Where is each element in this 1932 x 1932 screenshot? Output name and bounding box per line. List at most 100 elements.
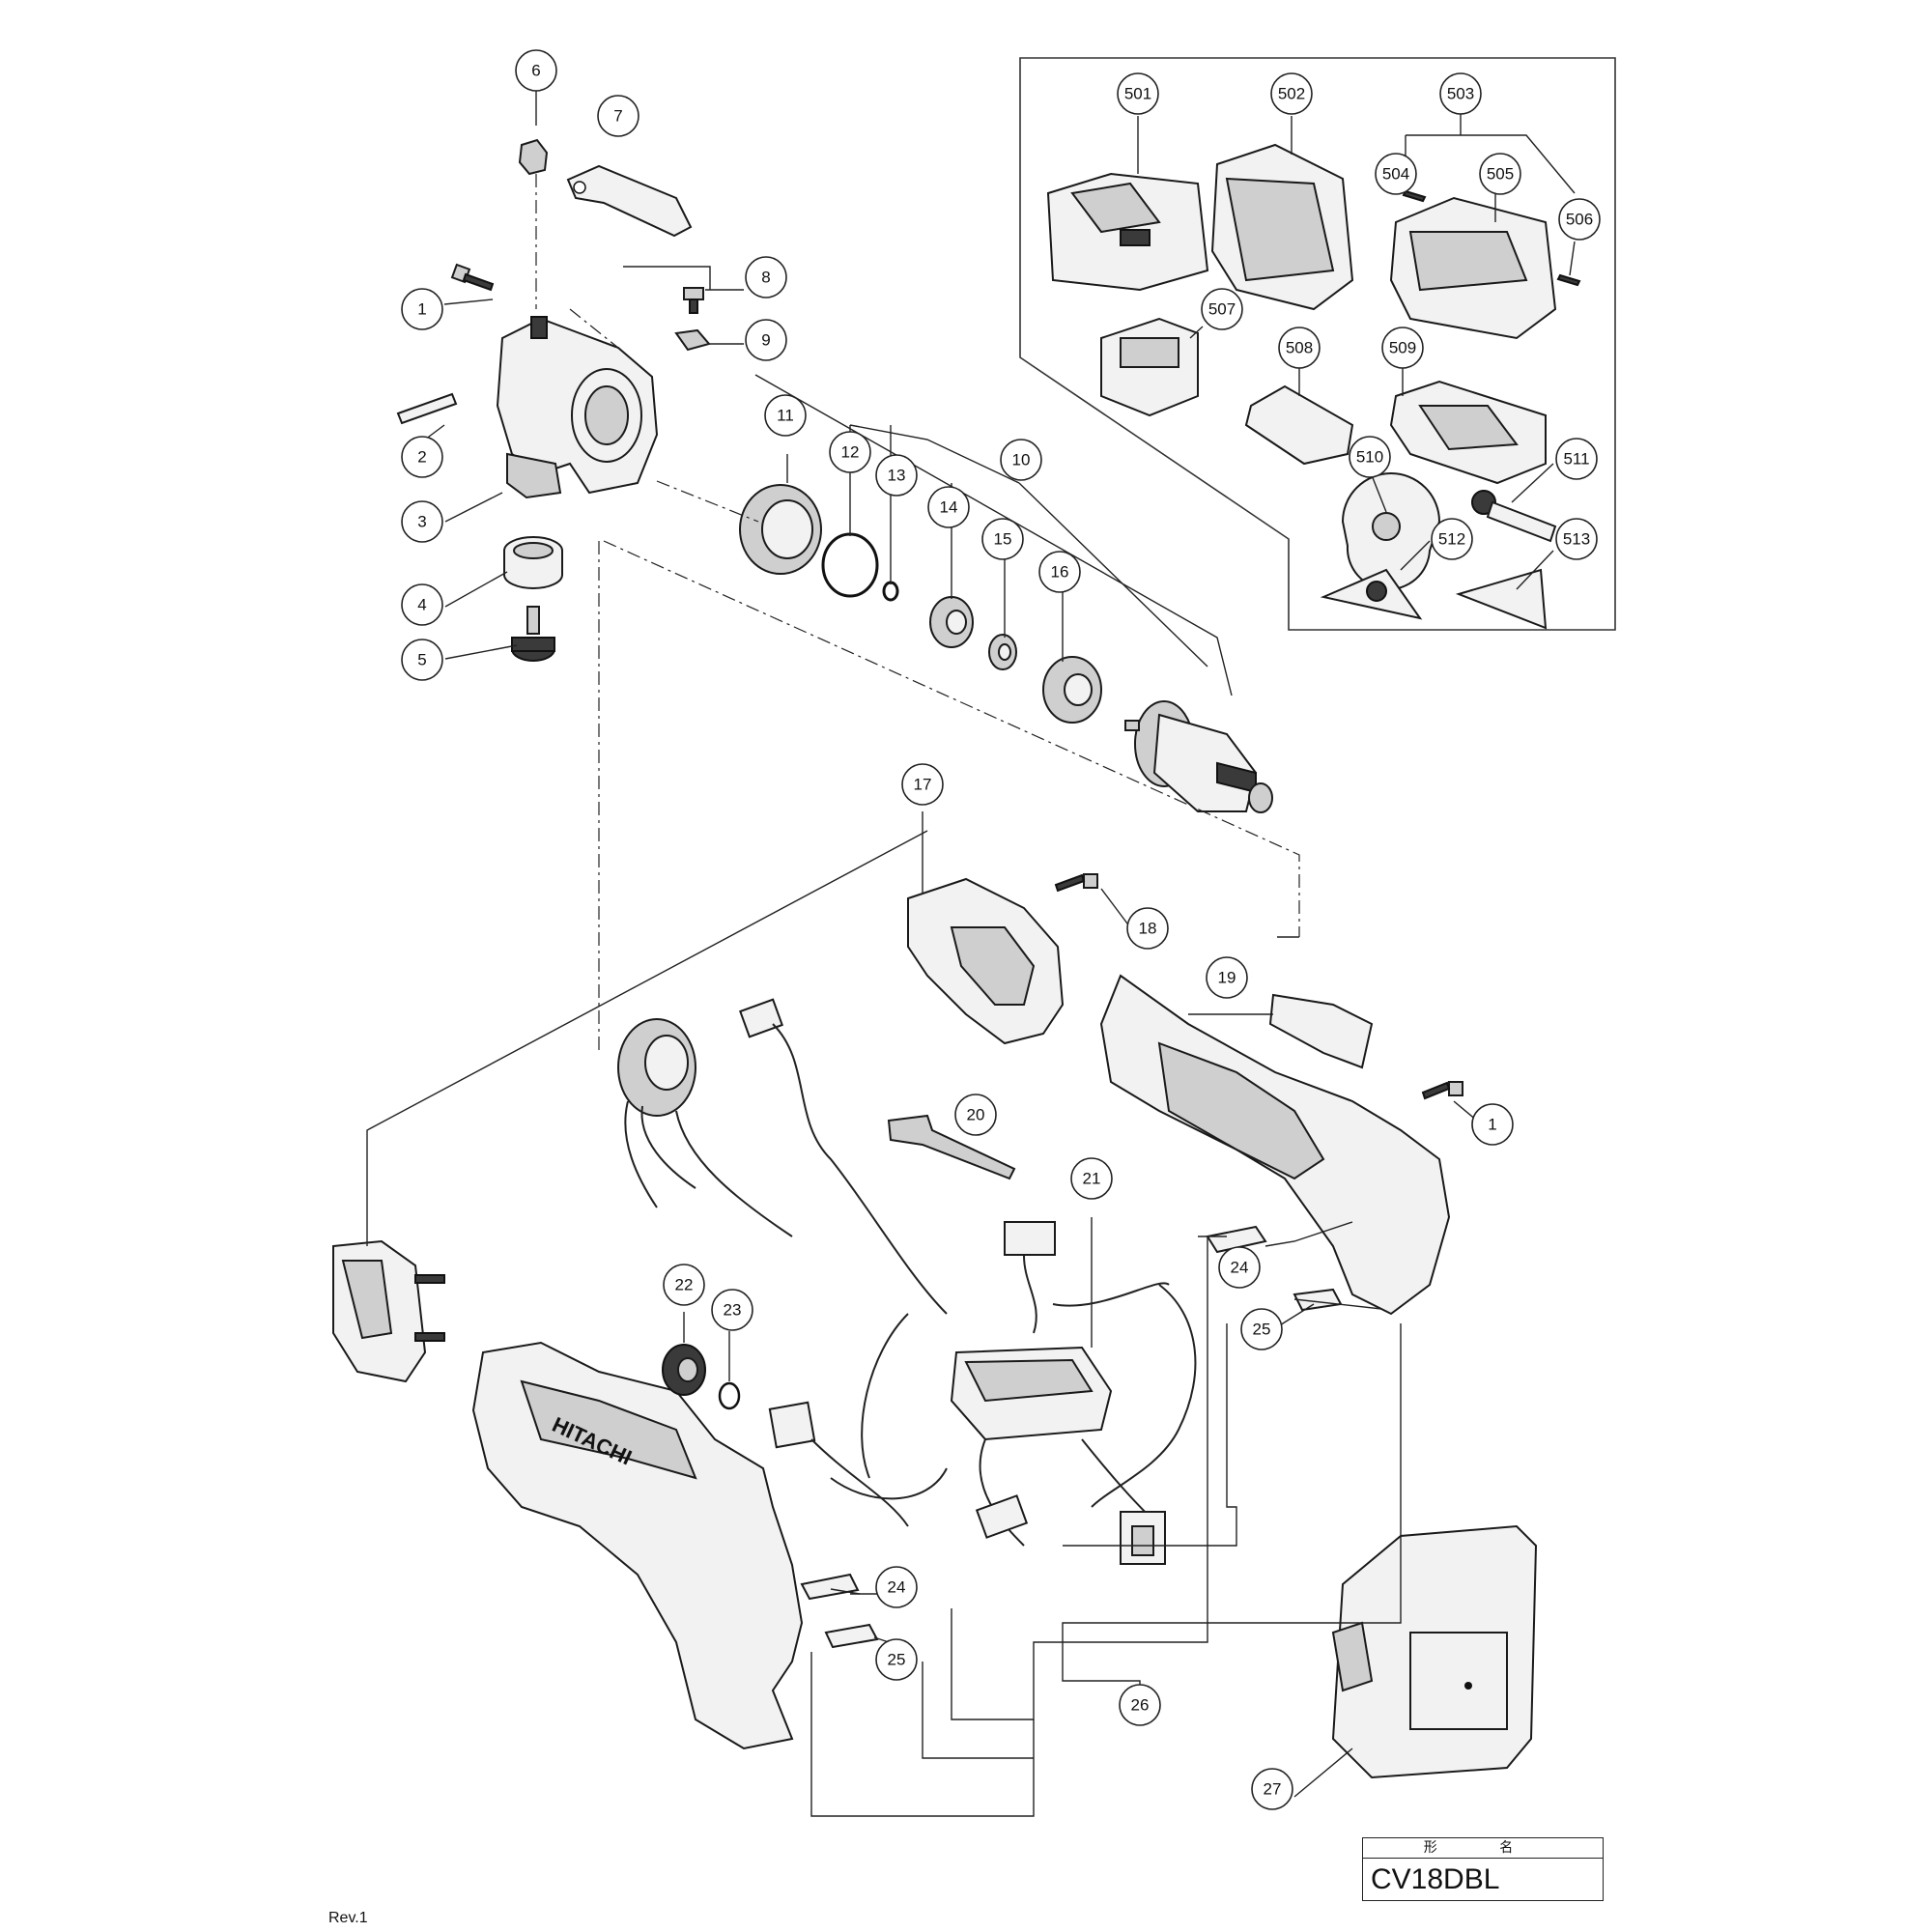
callout-2: 2	[401, 436, 443, 478]
svg-text:24: 24	[1231, 1259, 1249, 1277]
callout-509: 509	[1381, 327, 1424, 369]
controller-part-21	[950, 1346, 1160, 1547]
screw-part-8	[683, 287, 704, 314]
blade-part-511	[1471, 490, 1557, 543]
svg-text:5: 5	[417, 651, 426, 669]
dial-part-22	[662, 1344, 706, 1396]
svg-text:14: 14	[940, 498, 958, 517]
svg-text:504: 504	[1382, 165, 1409, 184]
svg-text:505: 505	[1487, 165, 1514, 184]
callout-25-right: 25	[1240, 1308, 1283, 1350]
svg-text:512: 512	[1438, 530, 1465, 549]
washer-part-15	[988, 634, 1017, 670]
accessory-group-frame	[1019, 57, 1616, 631]
motor-stator-part	[617, 1018, 793, 1237]
revision-label: Rev.1	[328, 1910, 368, 1926]
svg-text:24: 24	[888, 1578, 906, 1597]
svg-text:27: 27	[1264, 1780, 1282, 1799]
svg-text:1: 1	[417, 300, 426, 319]
pin-part-2	[396, 392, 458, 425]
callout-5: 5	[401, 639, 443, 681]
callout-511: 511	[1555, 438, 1598, 480]
callout-14: 14	[927, 486, 970, 528]
svg-text:21: 21	[1083, 1170, 1101, 1188]
callout-4: 4	[401, 583, 443, 626]
callout-15: 15	[981, 518, 1024, 560]
callout-10: 10	[1000, 439, 1042, 481]
svg-text:509: 509	[1389, 339, 1416, 357]
svg-text:10: 10	[1012, 451, 1031, 469]
ring-part-4	[503, 536, 563, 589]
svg-text:508: 508	[1286, 339, 1313, 357]
svg-text:3: 3	[417, 513, 426, 531]
svg-text:16: 16	[1051, 563, 1069, 582]
callout-504: 504	[1375, 153, 1417, 195]
gear-housing-part-3	[496, 316, 659, 499]
svg-text:4: 4	[417, 596, 426, 614]
svg-text:25: 25	[888, 1651, 906, 1669]
small-switch-part	[768, 1401, 909, 1527]
svg-text:13: 13	[888, 467, 906, 485]
svg-text:510: 510	[1356, 448, 1383, 467]
screw-part-1-top	[450, 263, 495, 292]
callout-3: 3	[401, 500, 443, 543]
screw-part-18	[1054, 873, 1098, 893]
callout-19: 19	[1206, 956, 1248, 999]
svg-text:511: 511	[1563, 450, 1589, 469]
svg-text:506: 506	[1566, 211, 1593, 229]
terminal-part	[975, 1494, 1166, 1565]
callout-508: 508	[1278, 327, 1321, 369]
battery-part-507	[1100, 317, 1199, 417]
screw-part-1-right	[1421, 1081, 1463, 1100]
svg-text:20: 20	[967, 1106, 985, 1124]
label-part-24-left	[800, 1573, 860, 1601]
svg-text:7: 7	[613, 107, 622, 126]
housing-left-part: HITACHI	[471, 1341, 804, 1750]
connector-part	[739, 998, 948, 1315]
callout-16: 16	[1038, 551, 1081, 593]
callout-13: 13	[875, 454, 918, 497]
callout-7: 7	[597, 95, 639, 137]
svg-text:501: 501	[1124, 85, 1151, 103]
switch-part	[1004, 1221, 1056, 1334]
charger-part-501	[1046, 172, 1209, 292]
svg-text:1: 1	[1488, 1116, 1496, 1134]
callout-11: 11	[764, 394, 807, 437]
callout-24-right: 24	[1218, 1246, 1261, 1289]
callout-506: 506	[1558, 198, 1601, 241]
callout-1-top: 1	[401, 288, 443, 330]
model-header-label: 形 名	[1363, 1838, 1603, 1859]
svg-text:12: 12	[841, 443, 860, 462]
svg-text:25: 25	[1253, 1321, 1271, 1339]
sandpaper-part-513	[1455, 568, 1548, 630]
pin-part-506	[1556, 273, 1581, 287]
leader-lines	[366, 77, 1576, 1817]
svg-text:17: 17	[914, 776, 932, 794]
svg-text:11: 11	[777, 407, 794, 425]
callout-24-left: 24	[875, 1566, 918, 1608]
callout-513: 513	[1555, 518, 1598, 560]
rotor-part-10	[1124, 700, 1273, 813]
ring-part-23	[718, 1381, 741, 1410]
callout-502: 502	[1270, 72, 1313, 115]
bearing-part-16	[1042, 656, 1102, 724]
callout-512: 512	[1431, 518, 1473, 560]
callout-23: 23	[711, 1289, 753, 1331]
plate-part-9	[674, 328, 711, 352]
callout-1-right: 1	[1471, 1103, 1514, 1146]
cover-part-508	[1244, 384, 1354, 466]
svg-text:507: 507	[1208, 300, 1236, 319]
callout-503: 503	[1439, 72, 1482, 115]
callout-8: 8	[745, 256, 787, 298]
svg-text:8: 8	[761, 269, 770, 287]
label-part-19	[1268, 993, 1374, 1069]
snap-ring-part-13	[882, 581, 899, 602]
callout-505: 505	[1479, 153, 1521, 195]
svg-text:2: 2	[417, 448, 426, 467]
tool-part-20	[887, 1114, 1016, 1180]
svg-text:503: 503	[1447, 85, 1474, 103]
callout-27: 27	[1251, 1768, 1293, 1810]
callout-12: 12	[829, 431, 871, 473]
knob-part-5	[511, 606, 555, 662]
svg-text:9: 9	[761, 331, 770, 350]
